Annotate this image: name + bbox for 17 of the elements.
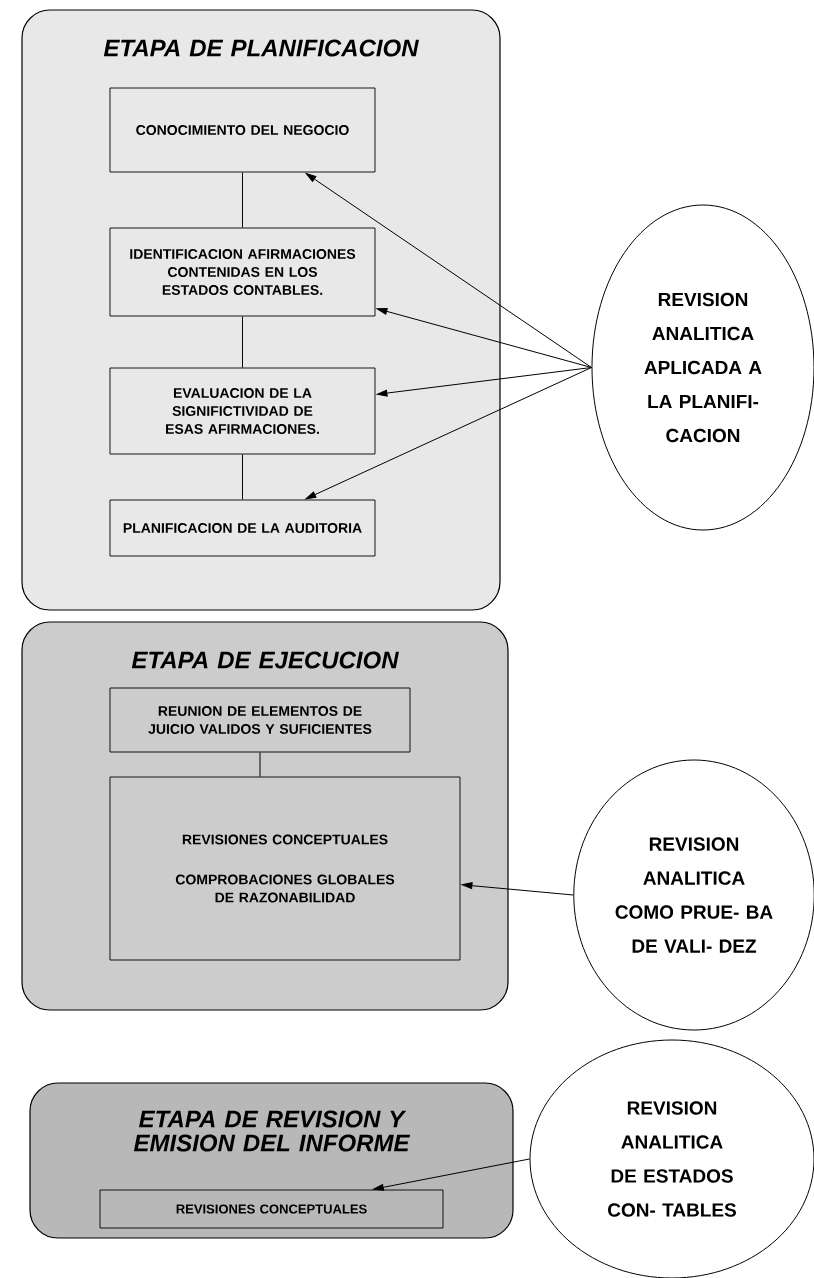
arrow [373, 1158, 530, 1191]
arrow [461, 882, 574, 896]
step-box: REUNION DE ELEMENTOS DE JUICIO VALIDOS Y SUFICIENTES [109, 687, 411, 753]
arrow [305, 172, 592, 368]
step-box: PLANIFICACION DE LA AUDITORIA [109, 499, 376, 557]
arrow [376, 367, 592, 397]
connector-line [242, 171, 243, 229]
step-box: IDENTIFICACION AFIRMACIONES CONTENIDAS EN LOS ESTADOS CONTABLES. [109, 227, 376, 317]
step-box: CONOCIMIENTO DEL NEGOCIO [109, 87, 376, 173]
step-box: REVISIONES CONCEPTUALES COMPROBACIONES GLOBALES DE RAZONABILIDAD [109, 776, 461, 961]
arrow [376, 307, 592, 368]
connector-line [242, 315, 243, 369]
step-box: REVISIONES CONCEPTUALES [99, 1189, 444, 1229]
step-box: EVALUACION DE LA SIGNIFICTIVIDAD DE ESAS AFIRMACIONES. [109, 367, 376, 455]
arrow [305, 367, 592, 500]
connector-line [242, 453, 243, 501]
connector-line [259, 751, 261, 778]
